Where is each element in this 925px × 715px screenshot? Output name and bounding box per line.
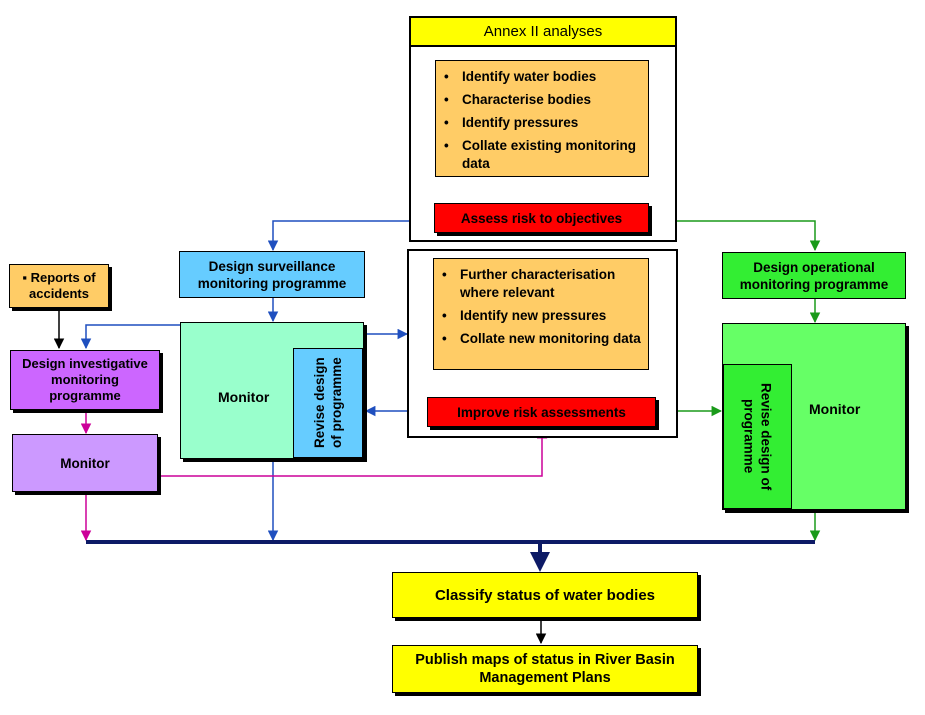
annex-title-text: Annex II analyses — [483, 23, 603, 40]
investigative-monitor-box: Monitor — [12, 434, 158, 492]
further-steps-box: Further characterisation where relevant … — [433, 258, 649, 370]
operational-revise-box: Revise design of programme — [723, 364, 792, 509]
design-operational-box: Design operational monitoring programme — [722, 252, 906, 299]
further-step: Further characterisation where relevant — [434, 266, 644, 302]
arrow-assess-to-operational — [677, 220, 821, 252]
annex-step: Identify pressures — [436, 114, 644, 132]
design-investigative-box: Design investigative monitoring programm… — [10, 350, 160, 410]
surveillance-revise-box: Revise design of programme — [293, 348, 363, 458]
operational-monitor-label: Monitor — [809, 401, 861, 417]
publish-maps-box: Publish maps of status in River Basin Ma… — [392, 645, 698, 693]
reports-bullet: ▪ — [22, 270, 31, 285]
surveillance-monitor-label: Monitor — [218, 389, 270, 405]
assess-risk-box: Assess risk to objectives — [434, 203, 649, 233]
reports-of-accidents-box: ▪ Reports of accidents — [9, 264, 109, 308]
arrow-assess-to-surveillance — [267, 220, 409, 252]
arrow-monitor-to-investigative — [80, 324, 180, 350]
classify-status-box: Classify status of water bodies — [392, 572, 698, 618]
annex-step: Characterise bodies — [436, 91, 644, 109]
further-step: Collate new monitoring data — [434, 330, 644, 348]
annex-step: Collate existing monitoring data — [436, 137, 644, 173]
design-surveillance-box: Design surveillance monitoring programme — [179, 251, 365, 298]
annex-steps-box: Identify water bodies Characterise bodie… — [435, 60, 649, 177]
arrow-inv-monitor-to-improve — [158, 427, 548, 477]
annex-step: Identify water bodies — [436, 68, 644, 86]
annex-title: Annex II analyses — [409, 16, 677, 47]
further-step: Identify new pressures — [434, 307, 644, 325]
improve-risk-box: Improve risk assessments — [427, 397, 656, 427]
